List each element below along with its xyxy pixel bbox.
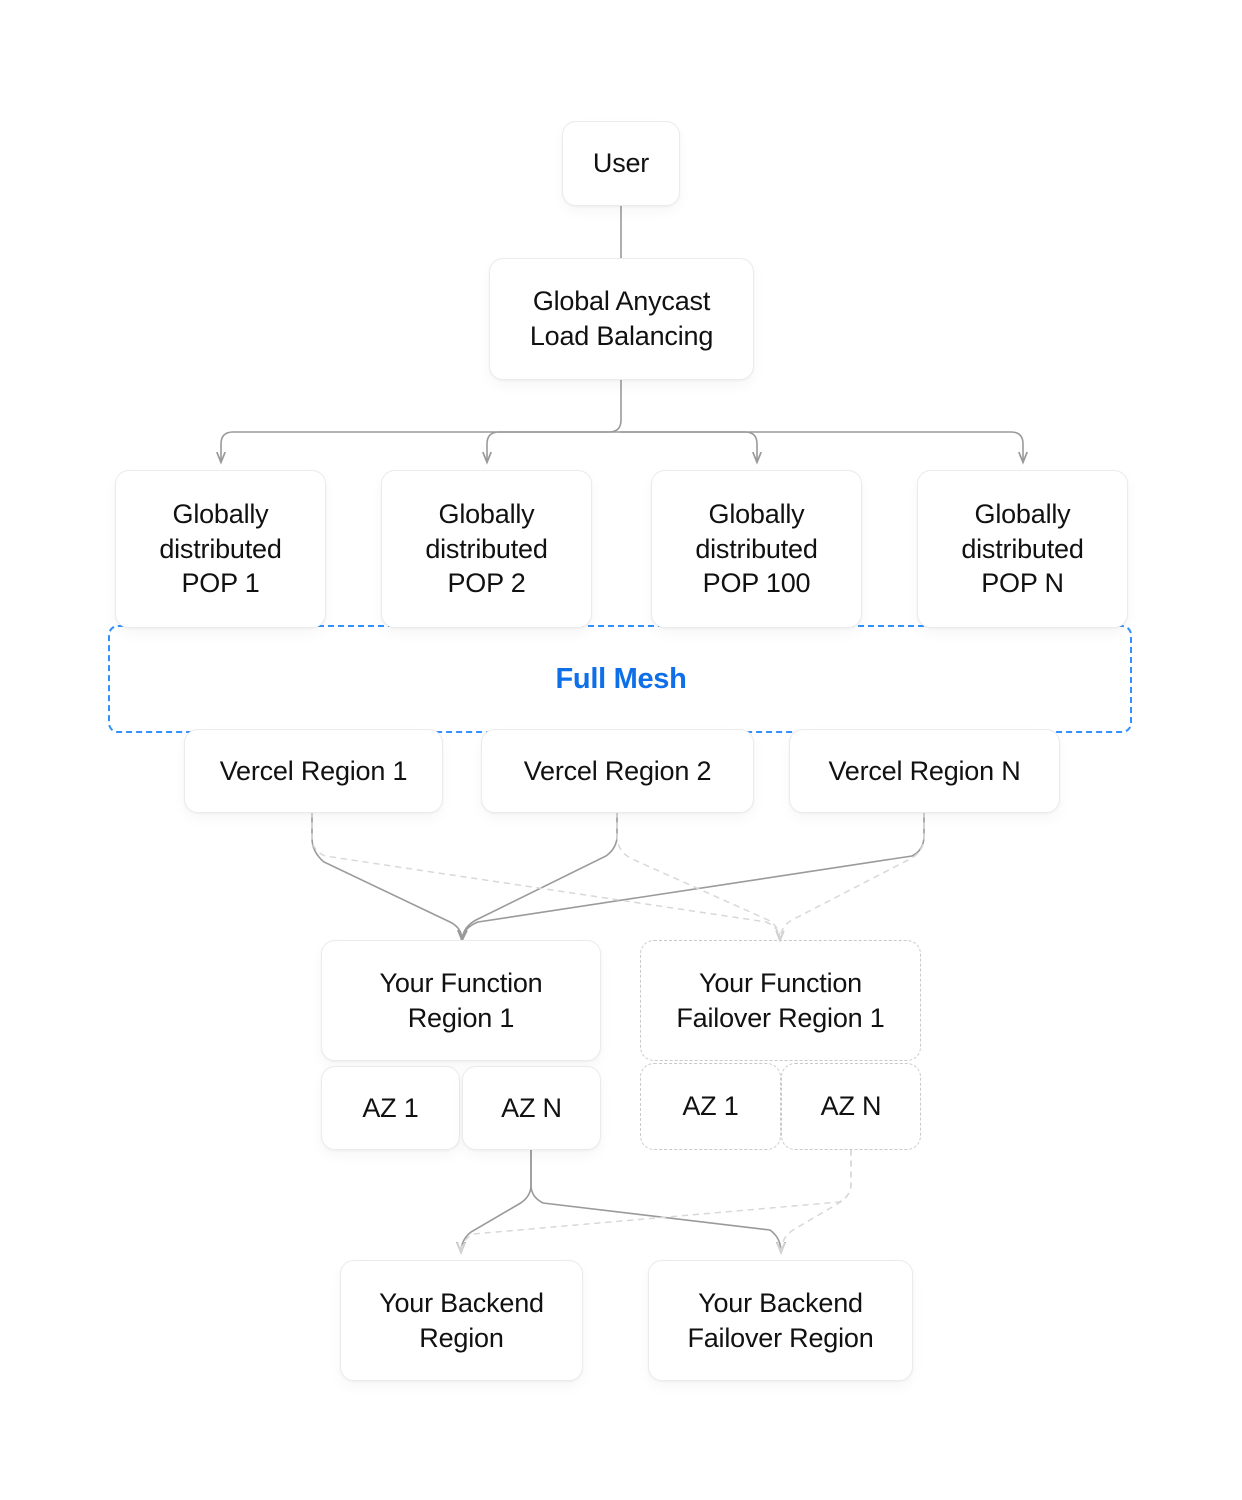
node-load-balancer-label: Global Anycast Load Balancing (529, 286, 714, 351)
edge-vr1-to-ffr1 (311, 811, 780, 940)
node-function-failover-region-1-az-n[interactable]: AZ N (781, 1063, 921, 1150)
node-function-failover-region-1[interactable]: Your Function Failover Region 1 (640, 940, 921, 1061)
node-pop-1[interactable]: Globally distributed POP 1 (115, 470, 326, 628)
edge-azn-to-backend-failover (530, 1149, 781, 1252)
node-pop-2-label: Globally distributed POP 2 (425, 499, 548, 599)
edge-vr1-to-fr1 (311, 811, 462, 940)
node-pop-100-label: Globally distributed POP 100 (695, 499, 818, 599)
node-function-region-1[interactable]: Your Function Region 1 (321, 940, 601, 1061)
node-function-failover-region-1-az-n-label: AZ N (820, 1091, 882, 1122)
node-user-label: User (592, 148, 650, 179)
edge-vr2-to-ffr1 (616, 811, 780, 940)
node-function-region-1-label: Your Function Region 1 (379, 967, 543, 1033)
node-pop-n-label: Globally distributed POP N (961, 499, 1084, 599)
node-load-balancer[interactable]: Global Anycast Load Balancing (489, 258, 754, 380)
node-pop-2[interactable]: Globally distributed POP 2 (381, 470, 592, 628)
node-vercel-region-2-label: Vercel Region 2 (523, 755, 712, 786)
edge-vr2-to-fr1 (462, 811, 618, 940)
edge-vrn-to-ffr1 (780, 811, 925, 940)
edge-failover-azn-to-backend-failover (781, 1149, 852, 1252)
full-mesh-label: Full Mesh (555, 663, 687, 695)
node-vercel-region-n[interactable]: Vercel Region N (789, 729, 1060, 813)
edge-lb-pop2 (487, 431, 622, 462)
edge-lb-trunk (221, 379, 622, 462)
node-vercel-region-n-label: Vercel Region N (828, 755, 1021, 786)
node-function-region-1-az-n-label: AZ N (501, 1092, 562, 1123)
node-function-failover-region-1-label: Your Function Failover Region 1 (676, 967, 885, 1033)
node-function-region-1-az-1[interactable]: AZ 1 (321, 1066, 460, 1150)
node-function-region-1-az-1-label: AZ 1 (362, 1092, 419, 1123)
node-function-failover-region-1-az-1-label: AZ 1 (682, 1091, 739, 1122)
node-backend-region[interactable]: Your Backend Region (340, 1260, 583, 1381)
node-pop-n[interactable]: Globally distributed POP N (917, 470, 1128, 628)
edge-failover-azn-to-backend (461, 1149, 852, 1252)
node-backend-region-label: Your Backend Region (379, 1287, 544, 1353)
node-pop-1-label: Globally distributed POP 1 (159, 499, 282, 599)
node-user[interactable]: User (562, 121, 680, 206)
node-function-failover-region-1-az-1[interactable]: AZ 1 (640, 1063, 781, 1150)
node-function-region-1-az-n[interactable]: AZ N (462, 1066, 601, 1150)
node-vercel-region-1-label: Vercel Region 1 (219, 755, 408, 786)
edge-azn-to-backend (461, 1149, 532, 1252)
node-vercel-region-2[interactable]: Vercel Region 2 (481, 729, 754, 813)
node-vercel-region-1[interactable]: Vercel Region 1 (184, 729, 443, 813)
node-backend-failover-region[interactable]: Your Backend Failover Region (648, 1260, 913, 1381)
edge-lb-popn (620, 431, 1023, 462)
node-backend-failover-region-label: Your Backend Failover Region (687, 1287, 874, 1353)
edge-vrn-to-fr1 (462, 811, 925, 940)
node-pop-100[interactable]: Globally distributed POP 100 (651, 470, 862, 628)
edge-lb-pop100 (620, 431, 757, 462)
